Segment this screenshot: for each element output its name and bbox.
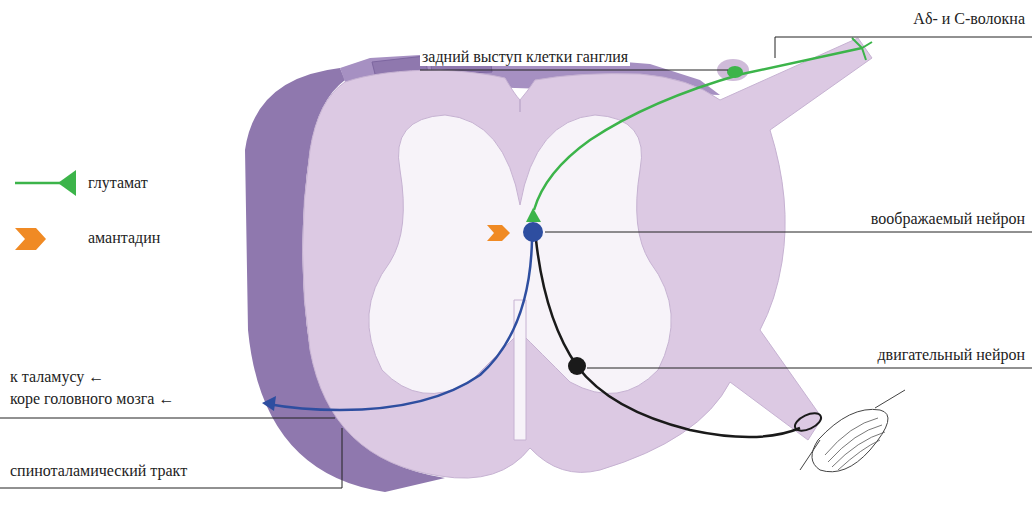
leader-line [420,70,728,71]
ganglion-label: задний выступ клетки ганглия [420,48,630,66]
dorsal-median-sulcus [519,100,521,112]
leader-line [0,428,342,488]
spinothalamic-path [268,240,532,410]
tract-label: спиноталамический тракт [8,462,189,480]
muscle-tendons [800,390,905,470]
nerve-ending [852,38,872,60]
neuromuscular-ending [792,410,823,435]
glutamate-terminal [526,208,541,222]
tract-target-label: коре головного мозга ← [8,390,176,408]
neuron-label: двигательный нейрон [875,346,1027,364]
legend-sample-glutamate [58,170,76,196]
motor-neuron [568,357,586,375]
cord-cross-section [303,38,873,478]
muscle-fibres [825,418,885,470]
leader-line [545,232,1032,233]
tract-target-label: к таламусу ← [8,368,106,386]
motor-axon [536,240,800,437]
tract-arrow [262,396,276,411]
neuron-label: воображаемый нейрон [869,210,1027,228]
legend-sample-glutamate [15,182,62,185]
legend-text: амантадин [88,229,160,247]
imaginary-neuron [523,222,543,242]
muscle [812,409,888,471]
leader-line [0,418,335,419]
fiber-label: Aδ- и C-волокна [911,10,1027,28]
legend-text: глутамат [88,174,148,192]
legend-sample-amantadine [15,228,46,250]
amantadine-symbol [487,225,510,241]
leader-line [775,37,1032,58]
afferent-fiber [534,48,862,210]
leader-line [587,368,1032,369]
ganglion-cell [727,66,743,78]
